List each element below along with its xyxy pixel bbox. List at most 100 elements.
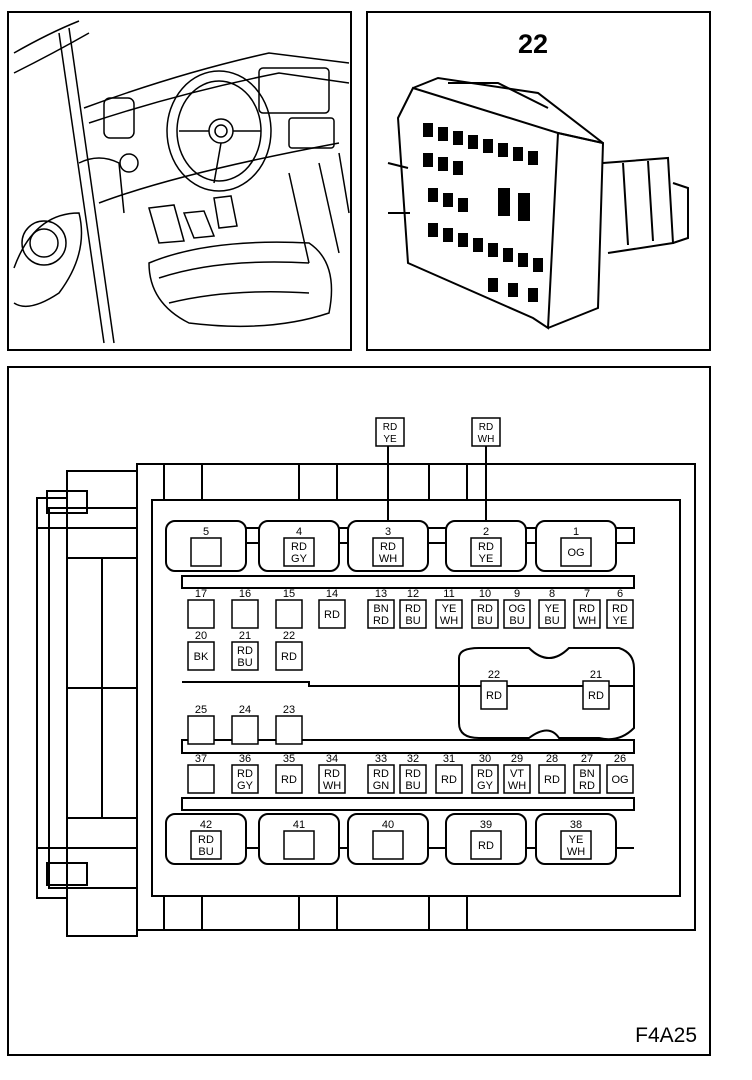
wire-color-code: RD [441, 774, 457, 786]
pin-box [471, 599, 499, 629]
pin-box [231, 764, 259, 794]
pin-number: 40 [382, 819, 394, 831]
pin-box [367, 599, 395, 629]
wire-color-code: OG [611, 774, 628, 786]
wire-color-code-line2: RD [373, 615, 389, 627]
wire-color-code-line2: BU [198, 846, 213, 858]
wire-color-code-line2: WH [379, 553, 397, 565]
pin-box [187, 599, 215, 629]
wire-color-code-line2: WH [508, 780, 526, 792]
connector-illustration-panel: 22 [366, 11, 711, 351]
wire-color-code-line2: BU [405, 615, 420, 627]
pin-box [318, 599, 346, 629]
figure-code: F4A25 [635, 1024, 697, 1047]
pin-box [503, 764, 531, 794]
pin-box [318, 764, 346, 794]
pin-box [573, 764, 601, 794]
connector-block-illustration [387, 76, 689, 330]
pin-number: 31 [443, 753, 455, 765]
wire-color-code-line1: BN [579, 768, 594, 780]
wire-color-code-line1: RD [477, 603, 493, 615]
wire-color-code-line2: WH [440, 615, 458, 627]
pin-box [231, 641, 259, 671]
wire-color-code-line1: YE [569, 834, 584, 846]
pin-box [399, 764, 427, 794]
pin-cavity-5: 5 [165, 520, 247, 572]
pin-cavity-40: 40 [347, 813, 429, 865]
wire-color-code: RD [281, 651, 297, 663]
pin-number: 27 [581, 753, 593, 765]
pin-box [231, 599, 259, 629]
wire-color-code: RD [486, 690, 502, 702]
pin-number: 3 [385, 526, 391, 538]
pin-box [538, 764, 566, 794]
connector-number: 22 [518, 29, 549, 59]
pin-number: 13 [375, 588, 387, 600]
vehicle-interior-illustration [13, 20, 350, 344]
wire-color-code-line1: RD [405, 603, 421, 615]
wire-color-code: RD [324, 609, 340, 621]
pin-number: 10 [479, 588, 491, 600]
wire-color-code-line1: YE [442, 603, 457, 615]
pin-number: 4 [296, 526, 302, 538]
pin-cavity-15: 15 [275, 588, 303, 629]
wire-color-code-line2: GY [477, 780, 494, 792]
pin-box [187, 715, 215, 745]
pin-number: 6 [617, 588, 623, 600]
pin-box [503, 599, 531, 629]
pin-number: 36 [239, 753, 251, 765]
pin-box [187, 641, 215, 671]
wire-flag: RD YE [375, 417, 405, 447]
wire-color-code-line2: WH [323, 780, 341, 792]
pin-box [190, 830, 222, 860]
pin-box [372, 830, 404, 860]
wire-color-code-line2: RD [579, 780, 595, 792]
wire-color-code-line2: GN [373, 780, 390, 792]
pin-number: 41 [293, 819, 305, 831]
wire-color-code-line2: WH [567, 846, 585, 858]
wire-color-code-line1: BN [373, 603, 388, 615]
pin-number: 34 [326, 753, 338, 765]
pin-cavity-37: 37 [187, 753, 215, 794]
pin-number: 42 [200, 819, 212, 831]
pin-box [470, 830, 502, 860]
wire-flag-line2: YE [383, 434, 397, 445]
pin-box [470, 537, 502, 567]
wire-color-code-line1: RD [380, 541, 396, 553]
pin-box [480, 680, 508, 710]
pin-box [283, 537, 315, 567]
pin-number: 33 [375, 753, 387, 765]
wire-color-code-line2: WH [578, 615, 596, 627]
pin-number: 28 [546, 753, 558, 765]
pin-cavity-17: 17 [187, 588, 215, 629]
pin-box [231, 715, 259, 745]
wire-color-code-line2: GY [291, 553, 308, 565]
pin-number: 35 [283, 753, 295, 765]
pin-box [560, 830, 592, 860]
wire-color-code-line2: YE [479, 553, 494, 565]
pin-box [367, 764, 395, 794]
wire-color-code: BK [194, 651, 209, 663]
pin-box [435, 764, 463, 794]
wire-color-code-line2: BU [544, 615, 559, 627]
wire-flag-line1: RD [479, 422, 493, 433]
